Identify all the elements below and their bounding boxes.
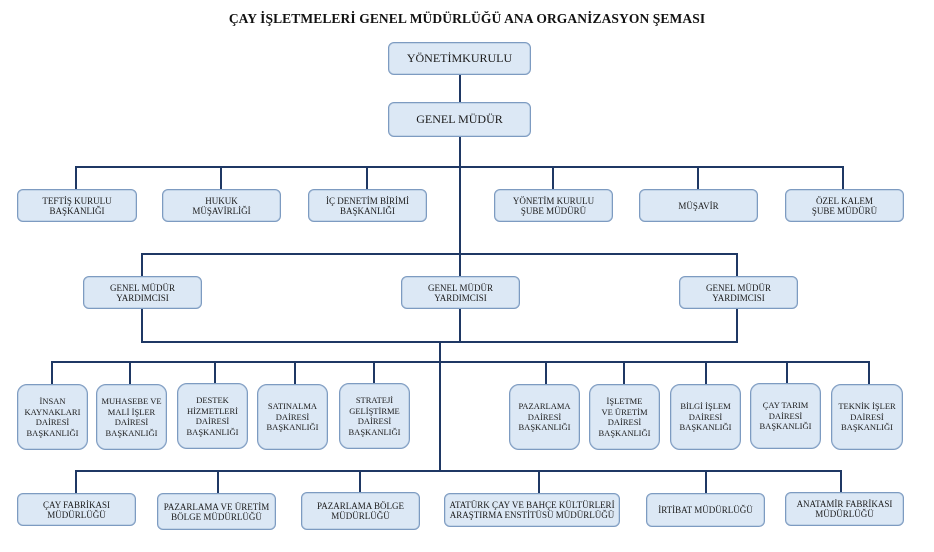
chart-title: ÇAY İŞLETMELERİ GENEL MÜDÜRLÜĞÜ ANA ORGA… bbox=[228, 11, 706, 26]
department-box: SATINALMA DAİRESİ BAŞKANLIĞI bbox=[257, 384, 328, 450]
provincial-unit-box: PAZARLAMA BÖLGE MÜDÜRLÜĞÜ bbox=[301, 492, 420, 530]
department-box: TEKNİK İŞLER DAİRESİ BAŞKANLIĞI bbox=[831, 384, 903, 450]
deputy-gm-box: GENEL MÜDÜR YARDIMCISI bbox=[679, 276, 798, 309]
deputy-gm-box: GENEL MÜDÜR YARDIMCISI bbox=[83, 276, 202, 309]
deputy-gm-box: GENEL MÜDÜR YARDIMCISI bbox=[401, 276, 520, 309]
board-box: YÖNETİMKURULU bbox=[388, 42, 531, 75]
provincial-unit-box: ÇAY FABRİKASI MÜDÜRLÜĞÜ bbox=[17, 493, 136, 526]
department-box: BİLGİ İŞLEM DAİRESİ BAŞKANLIĞI bbox=[670, 384, 741, 450]
department-box: ÇAY TARIM DAİRESİ BAŞKANLIĞI bbox=[750, 383, 821, 449]
department-box: İNSAN KAYNAKLARI DAİRESİ BAŞKANLIĞI bbox=[17, 384, 88, 450]
provincial-unit-box: İRTİBAT MÜDÜRLÜĞÜ bbox=[646, 493, 765, 527]
advisory-unit-box: MÜŞAVİR bbox=[639, 189, 758, 222]
provincial-unit-box: ATATÜRK ÇAY VE BAHÇE KÜLTÜRLERİ ARAŞTIRM… bbox=[444, 493, 620, 527]
department-box: PAZARLAMA DAİRESİ BAŞKANLIĞI bbox=[509, 384, 580, 450]
general-manager-box: GENEL MÜDÜR bbox=[388, 102, 531, 137]
department-box: MUHASEBE VE MALİ İŞLER DAİRESİ BAŞKANLIĞ… bbox=[96, 384, 167, 450]
advisory-unit-box: HUKUK MÜŞAVİRLİĞİ bbox=[162, 189, 281, 222]
provincial-unit-box: ANATAMİR FABRİKASI MÜDÜRLÜĞÜ bbox=[785, 492, 904, 526]
advisory-unit-box: TEFTİŞ KURULU BAŞKANLIĞI bbox=[17, 189, 137, 222]
department-box: STRATEJİ GELİŞTİRME DAİRESİ BAŞKANLIĞI bbox=[339, 383, 410, 449]
advisory-unit-box: YÖNETİM KURULU ŞUBE MÜDÜRÜ bbox=[494, 189, 613, 222]
department-box: İŞLETME VE ÜRETİM DAİRESİ BAŞKANLIĞI bbox=[589, 384, 660, 450]
advisory-unit-box: İÇ DENETİM BİRİMİ BAŞKANLIĞI bbox=[308, 189, 427, 222]
department-box: DESTEK HİZMETLERİ DAİRESİ BAŞKANLIĞI bbox=[177, 383, 248, 449]
advisory-unit-box: ÖZEL KALEM ŞUBE MÜDÜRÜ bbox=[785, 189, 904, 222]
provincial-unit-box: PAZARLAMA VE ÜRETİM BÖLGE MÜDÜRLÜĞÜ bbox=[157, 493, 276, 530]
